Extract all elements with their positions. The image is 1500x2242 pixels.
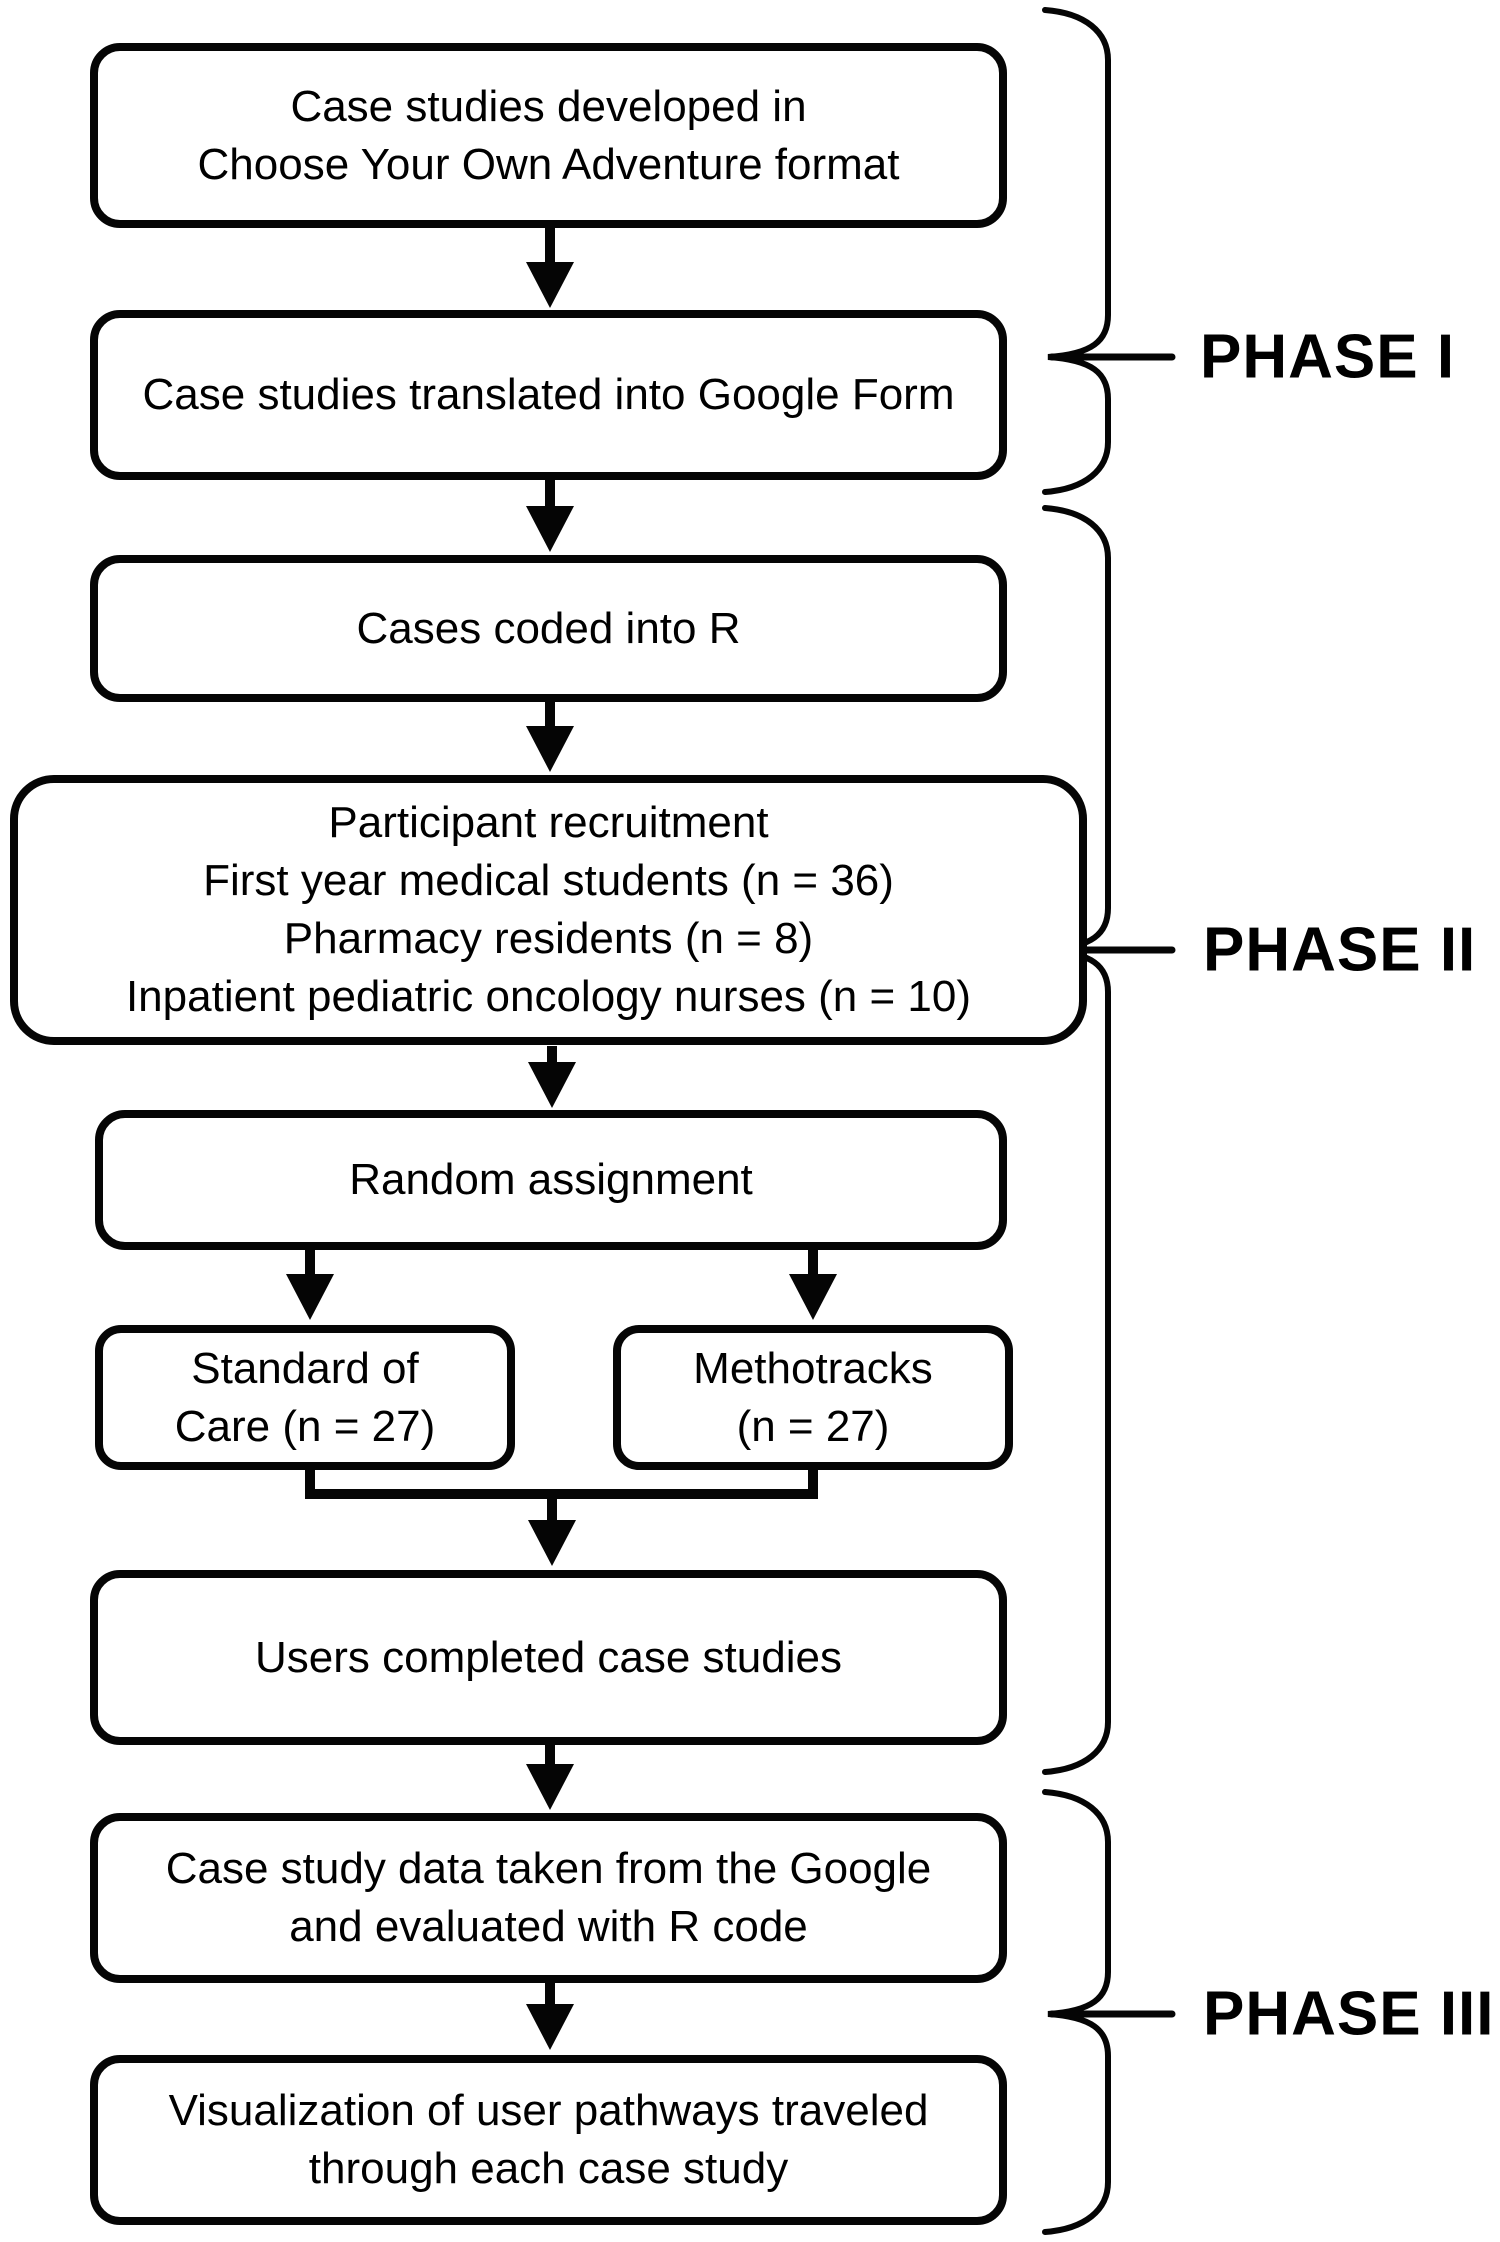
- down-arrow-icon: [526, 226, 574, 308]
- node-text-line: Participant recruitment: [328, 798, 769, 847]
- down-arrow-icon: [526, 478, 574, 552]
- node-case-studies-developed: Case studies developed in Choose Your Ow…: [90, 43, 1007, 228]
- merge-connector: [305, 1458, 818, 1499]
- down-arrow-icon: [526, 1981, 574, 2050]
- node-data-evaluated: Case study data taken from the Google an…: [90, 1813, 1007, 1983]
- phase-2-brace-icon: [1042, 505, 1176, 1775]
- phase-2-label: PHASE II: [1203, 915, 1477, 985]
- node-text-line: Random assignment: [349, 1155, 753, 1204]
- node-random-assignment: Random assignment: [95, 1110, 1007, 1250]
- node-text-line: Cases coded into R: [356, 603, 741, 653]
- node-visualization: Visualization of user pathways traveled …: [90, 2055, 1007, 2225]
- down-arrow-icon: [526, 700, 574, 772]
- node-text-line: (n = 27): [736, 1401, 890, 1451]
- node-text-line: Methotracks: [693, 1343, 933, 1393]
- down-arrow-icon: [528, 1046, 576, 1108]
- node-text-line: Standard of: [191, 1343, 419, 1393]
- down-arrow-icon: [789, 1248, 837, 1320]
- node-methotracks: Methotracks (n = 27): [613, 1325, 1013, 1470]
- node-text-line: Inpatient pediatric oncology nurses (n =…: [125, 972, 972, 1021]
- node-text-line: Users completed case studies: [255, 1632, 842, 1682]
- node-text-line: Case studies translated into Google Form: [142, 370, 955, 419]
- node-cases-coded: Cases coded into R: [90, 555, 1007, 702]
- node-standard-of-care: Standard of Care (n = 27): [95, 1325, 515, 1470]
- node-text-line: Pharmacy residents (n = 8): [283, 914, 814, 963]
- down-arrow-icon: [526, 1743, 574, 1810]
- down-arrow-icon: [286, 1248, 334, 1320]
- node-text-line: Care (n = 27): [174, 1401, 436, 1451]
- node-users-completed: Users completed case studies: [90, 1570, 1007, 1745]
- node-text-line: First year medical students (n = 36): [203, 856, 894, 905]
- node-text-line: Case studies developed in: [290, 81, 807, 131]
- phase-1-label: PHASE I: [1200, 322, 1456, 392]
- node-text-line: through each case study: [308, 2144, 789, 2193]
- node-participant-recruitment: Participant recruitment First year medic…: [10, 775, 1087, 1045]
- node-text-line: and evaluated with R code: [289, 1902, 808, 1951]
- phase-3-brace-icon: [1042, 1789, 1176, 2235]
- down-arrow-icon: [528, 1494, 576, 1566]
- node-text-line: Choose Your Own Adventure format: [197, 139, 900, 189]
- phase-1-brace-icon: [1042, 7, 1176, 495]
- phase-3-label: PHASE III: [1203, 1979, 1495, 2049]
- node-case-studies-translated: Case studies translated into Google Form: [90, 310, 1007, 480]
- node-text-line: Visualization of user pathways traveled: [168, 2086, 929, 2135]
- node-text-line: Case study data taken from the Google: [165, 1844, 932, 1893]
